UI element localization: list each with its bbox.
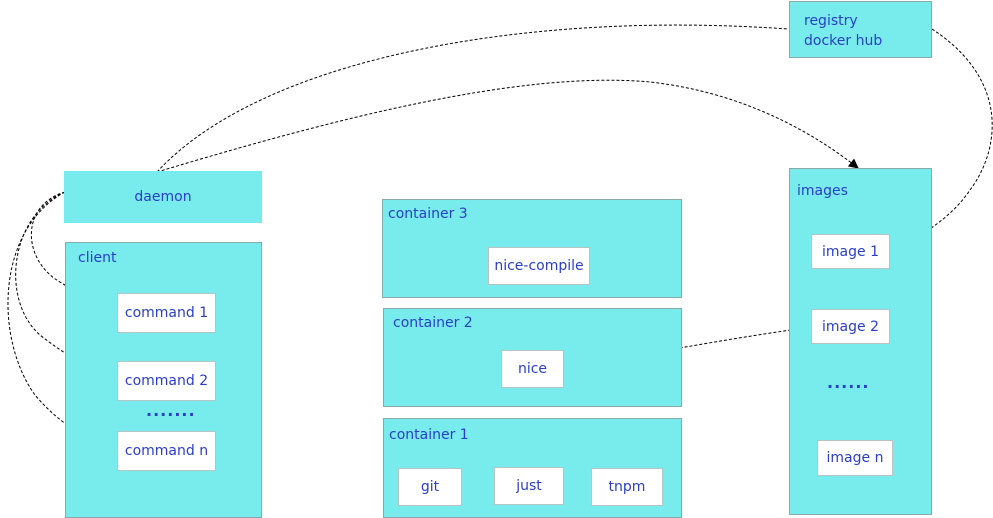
line-daemon-to-registry <box>156 24 789 173</box>
registry-box: registry docker hub <box>789 1 932 58</box>
images-ellipsis: ······ <box>827 377 870 396</box>
daemon-label: daemon <box>134 189 192 205</box>
container-3-label: container 3 <box>388 206 468 222</box>
just: just <box>494 467 564 505</box>
registry-label: registry <box>804 13 858 29</box>
command-ellipsis: ······· <box>146 405 196 424</box>
client-label: client <box>78 250 117 266</box>
git: git <box>398 468 462 506</box>
container-2-box: container 2 <box>383 308 682 407</box>
line-daemon-to-images <box>156 79 859 173</box>
command-1: command 1 <box>117 293 216 333</box>
image-2: image 2 <box>811 309 890 344</box>
nice: nice <box>501 350 564 388</box>
image-1: image 1 <box>811 234 890 269</box>
daemon-box: daemon <box>64 171 262 223</box>
command-n: command n <box>117 431 216 471</box>
command-2: command 2 <box>117 361 216 401</box>
images-label: images <box>797 183 848 199</box>
container-2-label: container 2 <box>393 315 473 331</box>
tnpm: tnpm <box>591 468 663 506</box>
image-n: image n <box>817 440 893 476</box>
container-1-label: container 1 <box>389 427 469 443</box>
docker-hub-label: docker hub <box>804 33 883 49</box>
nice-compile: nice-compile <box>488 247 590 285</box>
